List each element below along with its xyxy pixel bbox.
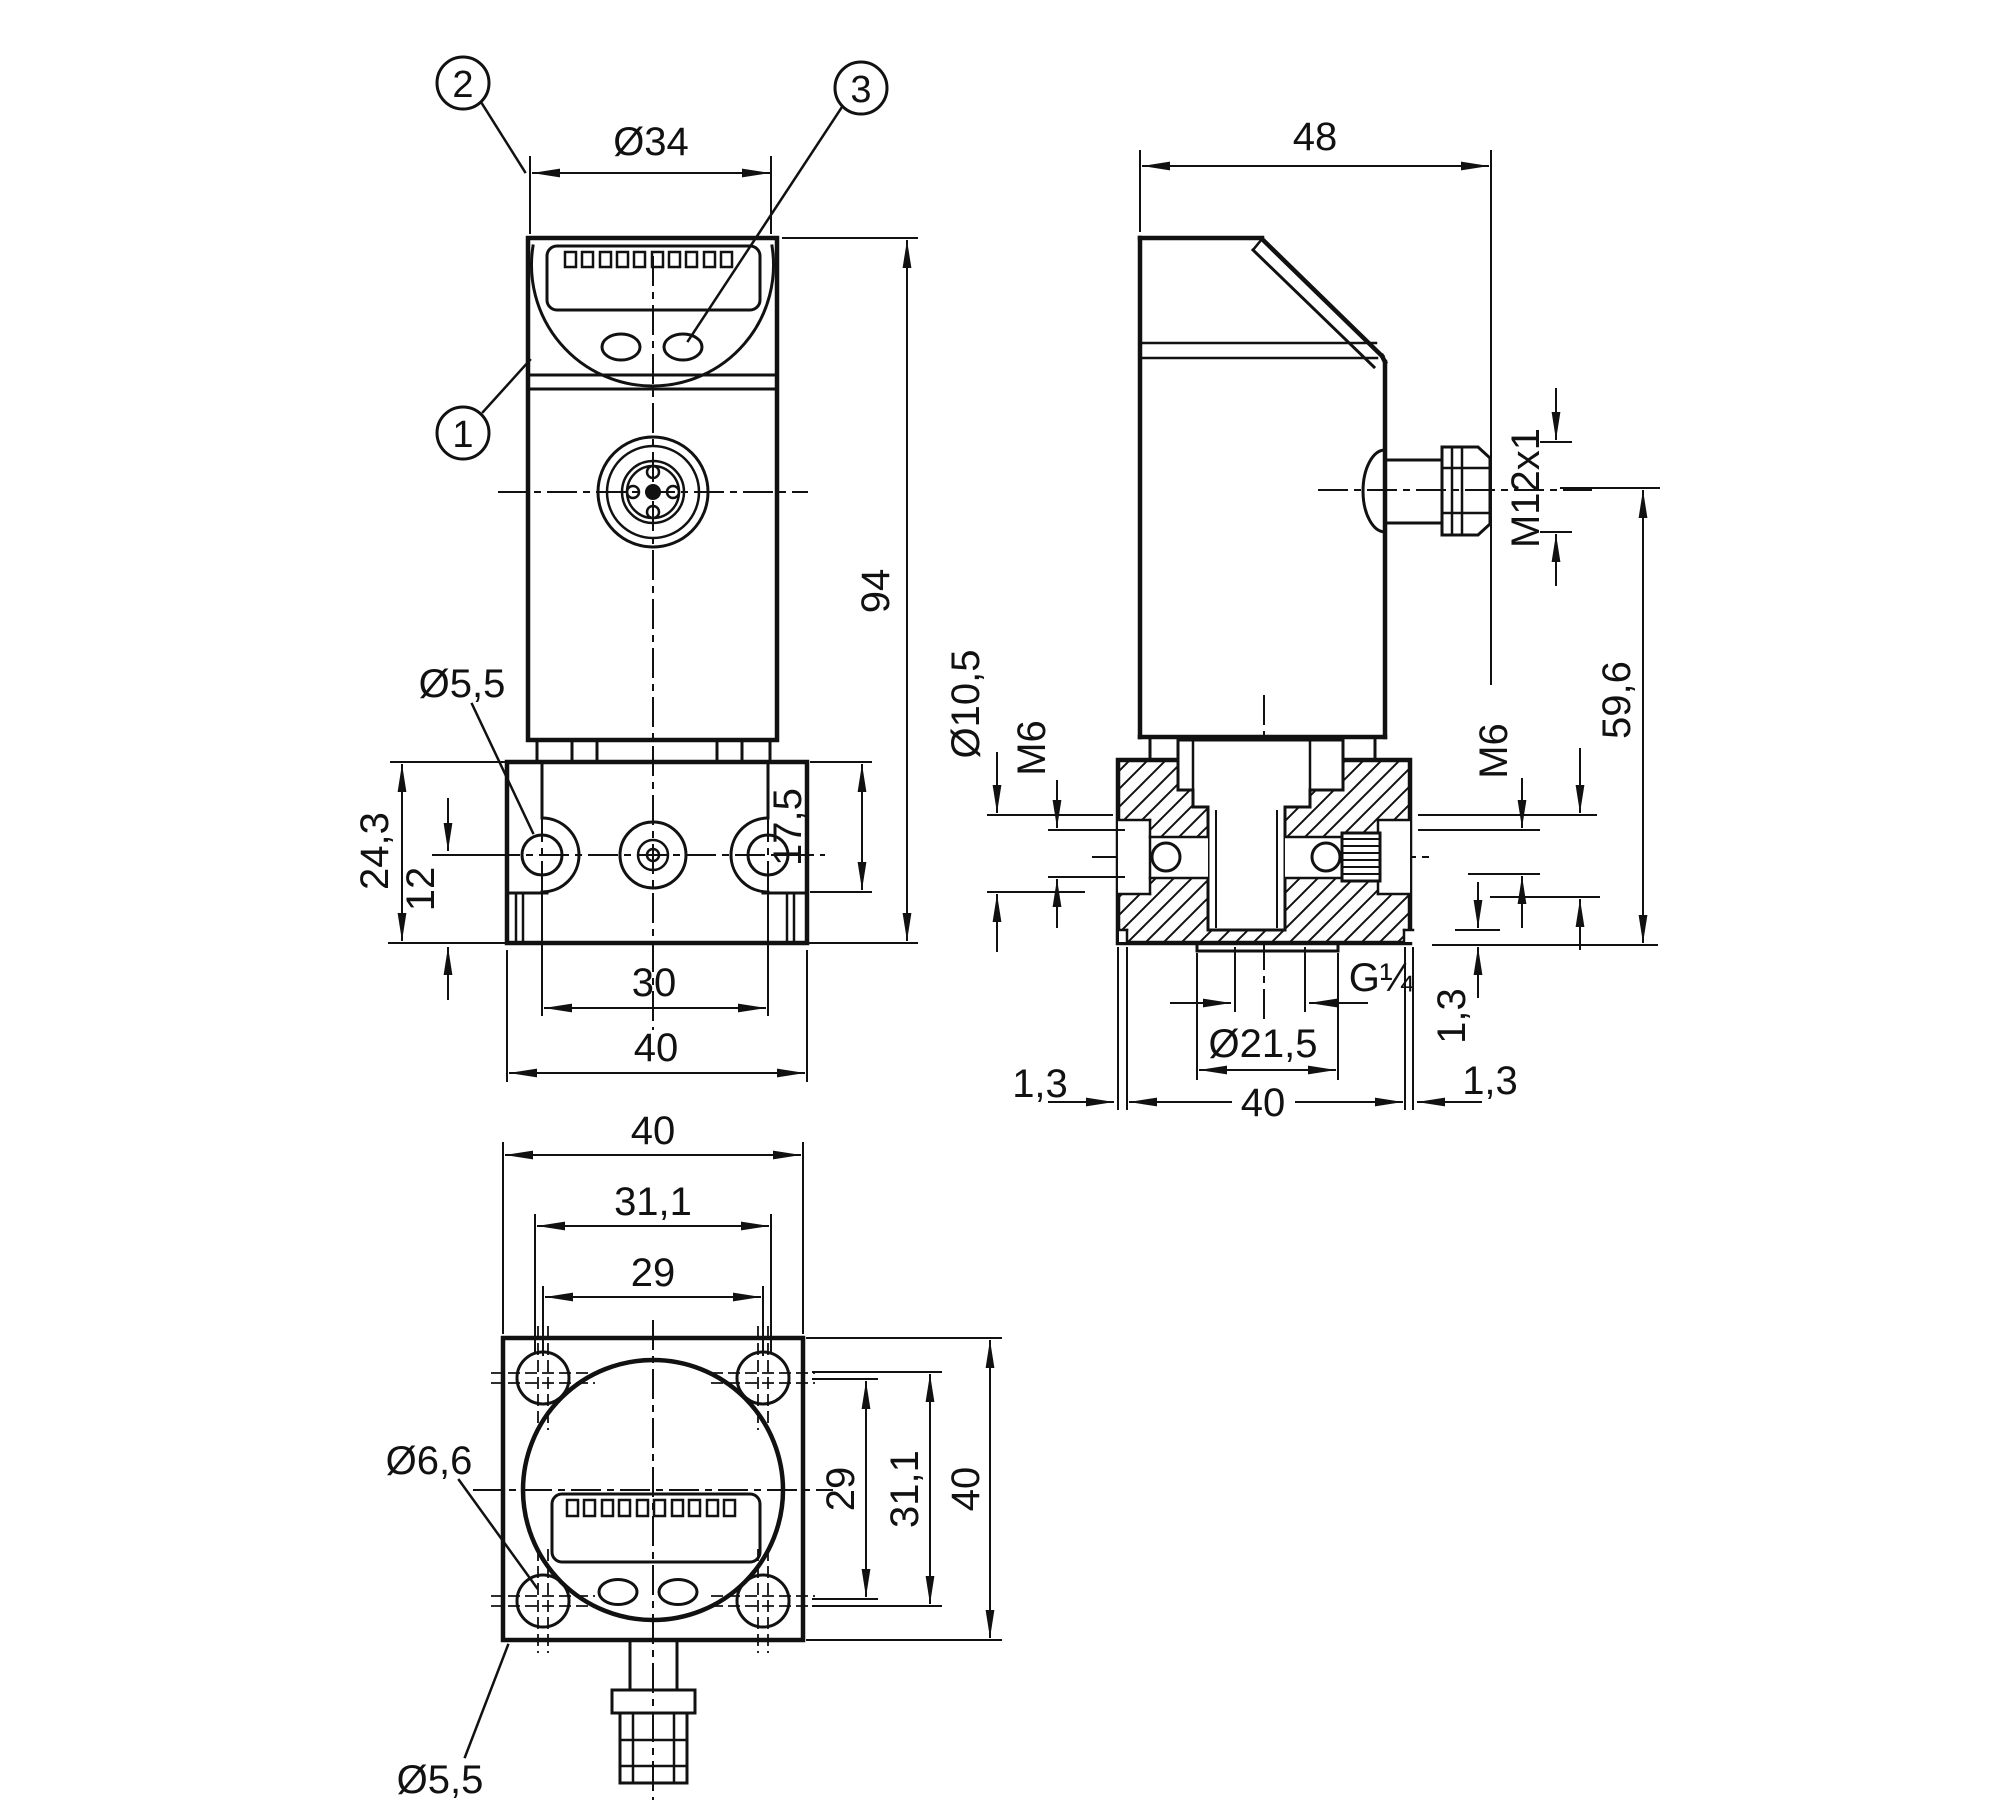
dim-40-label: 40 [634,1026,679,1070]
side-dimensions: 48 M12x1 59,6 Ø10,5 M6 M6 [944,115,1660,1125]
dim-dia66-label: Ø6,6 [386,1439,473,1483]
side-body [1137,235,1389,762]
mounting-block-section-details [1116,738,1415,953]
bottom-view: 40 31,1 29 29 31,1 40 Ø6,6 Ø5,5 [386,1109,1002,1802]
dim-311-top-label: 31,1 [614,1180,692,1224]
sensor-face-circle [520,1357,786,1623]
dim-dia105-label: Ø10,5 [944,650,988,759]
dim-m6-left-label: M6 [1010,720,1054,776]
sensor-body-outline [525,235,780,743]
bottom-dimensions: 40 31,1 29 29 31,1 40 Ø6,6 Ø5,5 [386,1109,1002,1802]
detent-ball-left [1150,841,1182,873]
dim-596-label: 59,6 [1595,661,1639,739]
callout-3-label: 3 [850,69,871,111]
bottom-pushbutton-right [657,1578,699,1606]
dim-13-left-label: 1,3 [1012,1062,1068,1106]
display-segments [563,250,734,269]
bottom-display-segments [565,1498,737,1518]
callout-2-label: 2 [452,64,473,106]
dim-dia215-label: Ø21,5 [1209,1022,1318,1066]
front-callouts: 1 2 3 [435,55,889,461]
dim-m6-right-label: M6 [1472,723,1516,779]
detent-ball-right [1310,841,1342,873]
pushbutton-right [662,332,704,362]
flange-corner-holes [491,1326,815,1653]
body-block-collar [535,738,772,764]
dim-m12x1-label: M12x1 [1504,428,1548,548]
dim-40-right-label: 40 [944,1467,988,1512]
dim-12-label: 12 [399,867,443,912]
dim-48-label: 48 [1293,115,1338,159]
m12-connector-face [596,435,710,549]
callout-1-label: 1 [452,414,473,456]
dim-13-vertical-label: 1,3 [1430,988,1474,1044]
dim-94-label: 94 [854,569,898,614]
dim-dia55-bottom-label: Ø5,5 [397,1758,484,1802]
m12-connector-side [1361,445,1492,537]
dim-40-side-label: 40 [1241,1081,1286,1125]
bottom-pushbutton-left [597,1578,639,1606]
dim-243-label: 24,3 [353,812,397,890]
pushbutton-left [600,332,642,362]
bottom-display-window [550,1492,762,1564]
callout-2-balloon [435,55,491,111]
side-view: 48 M12x1 59,6 Ø10,5 M6 M6 [944,115,1660,1125]
dim-30-label: 30 [632,961,677,1005]
display-window [545,244,762,312]
display-bezel-arc [530,244,775,388]
callout-3-balloon [833,60,889,116]
front-view: Ø34 94 24,3 12 17,5 30 40 Ø5,5 [353,55,918,1082]
dim-13-right-label: 1,3 [1462,1059,1518,1103]
bottom-m12-connector [610,1638,697,1785]
callout-1-balloon [435,405,491,461]
dim-40-top-label: 40 [631,1109,676,1153]
dim-dia55-label: Ø5,5 [419,662,506,706]
dim-g14-label: G¼ [1349,956,1414,1000]
dim-175-label: 17,5 [766,788,810,866]
dim-29-right-label: 29 [819,1467,863,1512]
dim-29-top-label: 29 [631,1251,676,1295]
dim-dia34-label: Ø34 [613,120,689,164]
mounting-block-front [504,759,810,946]
knurl-lines [1342,838,1380,875]
dim-311-right-label: 31,1 [883,1450,927,1528]
mounting-block-holes [505,760,809,945]
front-dimensions: Ø34 94 24,3 12 17,5 30 40 Ø5,5 [353,120,918,1082]
